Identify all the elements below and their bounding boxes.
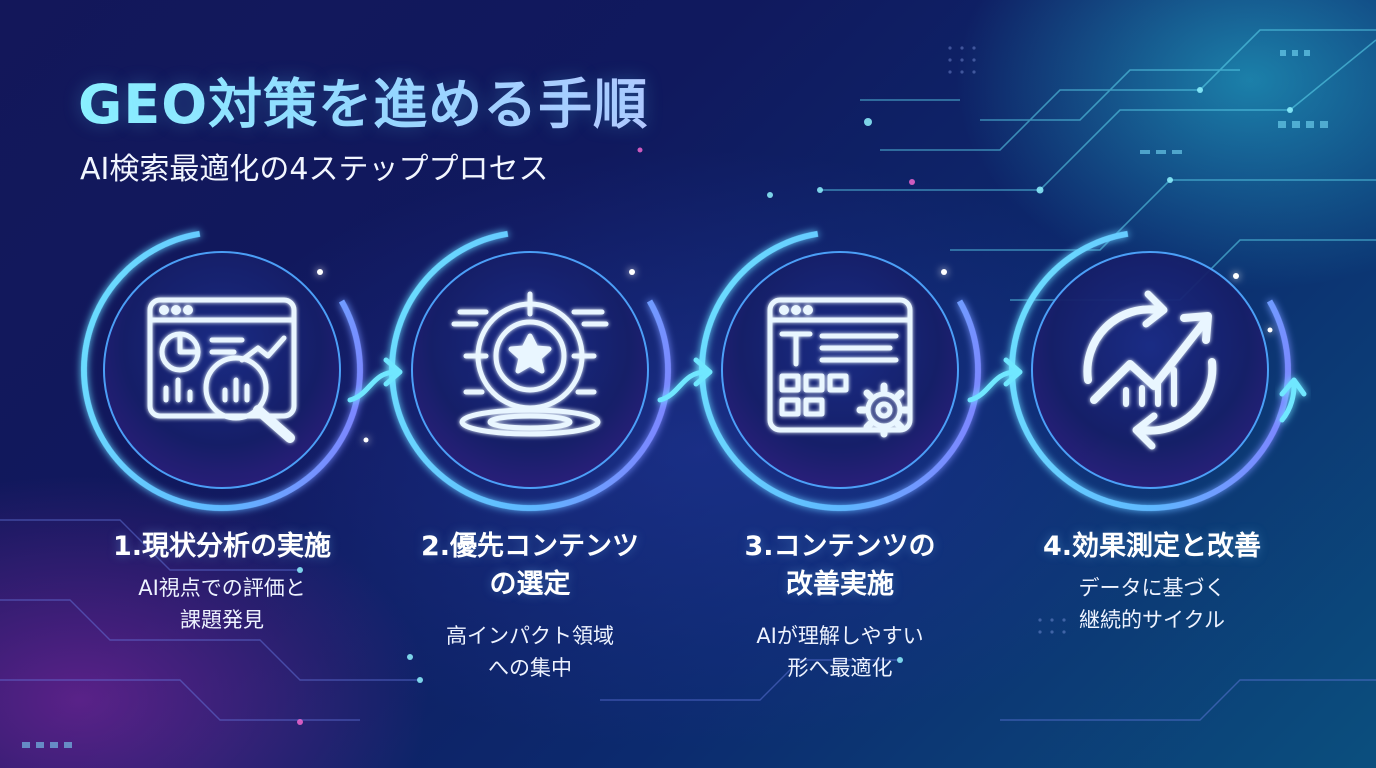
step-1-text: 1.現状分析の実施 AI視点での評価と 課題発見	[72, 528, 372, 636]
step-3-title: 3.コンテンツの 改善実施	[690, 528, 990, 604]
step-3-badge	[699, 229, 981, 511]
step-2-desc-line: への集中	[488, 656, 572, 680]
step-3-desc-line: 形へ最適化	[787, 656, 893, 680]
sparkles	[317, 269, 1273, 443]
step-1-desc-line: 課題発見	[180, 608, 264, 632]
step-1-title-line: 1.現状分析の実施	[112, 531, 332, 562]
step-4-title-line: 4.効果測定と改善	[1042, 531, 1262, 562]
step-1-title: 1.現状分析の実施	[72, 528, 372, 566]
step-4-desc: データに基づく 継続的サイクル	[1002, 572, 1302, 636]
step-4-text: 4.効果測定と改善 データに基づく 継続的サイクル	[1002, 528, 1302, 636]
step-2-text: 2.優先コンテンツ の選定 高インパクト領域 への集中	[380, 528, 680, 684]
step-2-title-line: 2.優先コンテンツ	[420, 531, 640, 562]
page-title: GEO対策を進める手順	[78, 60, 648, 139]
step-1-desc: AI視点での評価と 課題発見	[72, 572, 372, 636]
step-3-desc: AIが理解しやすい 形へ最適化	[690, 620, 990, 684]
step-2-badge	[389, 229, 671, 511]
step-2-desc: 高インパクト領域 への集中	[380, 620, 680, 684]
connector-arrow-end	[1279, 377, 1307, 423]
step-1-badge	[81, 229, 363, 511]
step-3-title-line: 3.コンテンツの	[744, 531, 936, 562]
document-gear-icon	[767, 297, 913, 438]
analytics-magnifier-icon	[147, 297, 297, 443]
step-4-desc-line: データに基づく	[1078, 576, 1226, 600]
step-1-desc-line: AI視点での評価と	[138, 576, 306, 600]
connector-arrow-3	[967, 357, 1023, 403]
step-3-text: 3.コンテンツの 改善実施 AIが理解しやすい 形へ最適化	[690, 528, 990, 684]
connector-arrow-1	[347, 357, 403, 403]
step-4-desc-line: 継続的サイクル	[1079, 608, 1225, 632]
step-3-desc-line: AIが理解しやすい	[756, 624, 924, 648]
step-2-desc-line: 高インパクト領域	[446, 624, 614, 648]
step-4-title: 4.効果測定と改善	[1002, 528, 1302, 566]
connector-arrow-2	[657, 357, 713, 403]
step-2-title-line: の選定	[489, 569, 571, 600]
cycle-growth-icon	[1083, 290, 1217, 450]
step-3-title-line: 改善実施	[786, 569, 894, 600]
page-subtitle: AI検索最適化の4ステッププロセス	[80, 152, 549, 187]
step-2-title: 2.優先コンテンツ の選定	[380, 528, 680, 604]
target-star-icon	[451, 291, 609, 437]
